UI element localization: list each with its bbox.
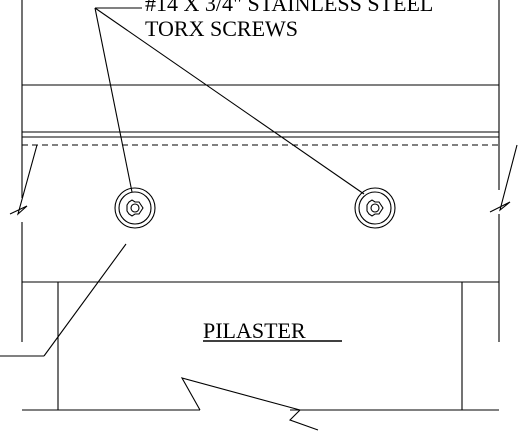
torx-screw-right-icon xyxy=(354,187,396,229)
torx-screw-left-icon xyxy=(114,187,156,229)
pilaster-outline xyxy=(22,282,499,431)
frame-outline xyxy=(21,0,500,342)
screw-leader-lines xyxy=(94,7,365,195)
pilaster-label: PILASTER xyxy=(203,318,306,343)
callout-text-line2: TORX SCREWS xyxy=(145,16,298,41)
rail-lines xyxy=(22,84,499,283)
callout-text-line1: #14 X 3/4" STAINLESS STEEL xyxy=(145,0,433,16)
lower-left-leader xyxy=(0,243,127,357)
break-symbols xyxy=(9,144,518,216)
